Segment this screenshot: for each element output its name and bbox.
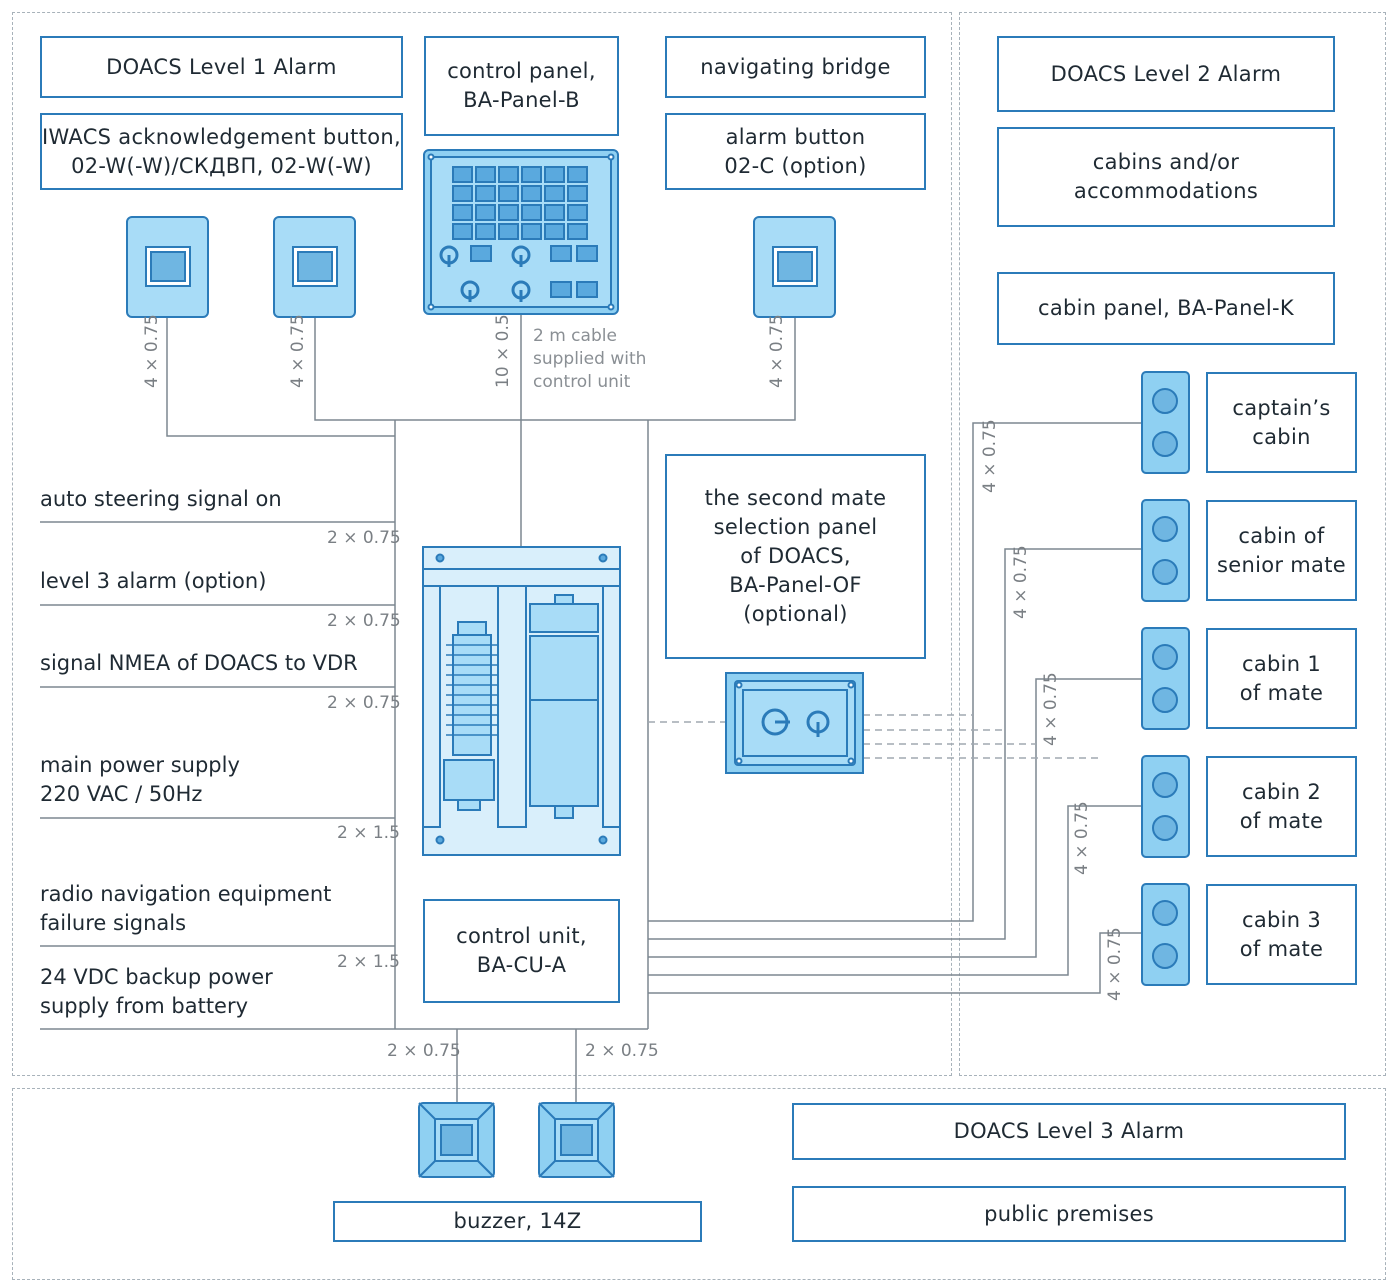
level1-zone xyxy=(12,12,952,1076)
panel-button xyxy=(470,245,492,262)
panel-button xyxy=(576,281,598,298)
cable-spec: 4 × 0.75 xyxy=(767,314,787,388)
cabin-panel-label: cabin panel, BA-Panel-K xyxy=(997,272,1335,345)
room-cabin-3: cabin 3 of mate xyxy=(1206,884,1357,985)
cabin-panel-button xyxy=(1152,431,1178,457)
level2-title: DOACS Level 2 Alarm xyxy=(997,36,1335,112)
keypad-key xyxy=(567,204,588,221)
alarm-button xyxy=(753,216,836,318)
cabin-panel-button xyxy=(1152,388,1178,414)
cabin-panel-button xyxy=(1152,559,1178,585)
cabin-panel-device xyxy=(1141,499,1190,602)
mate-selection-panel-label: the second mate selection panel of DOACS… xyxy=(665,454,926,659)
signal-backup-power: 24 VDC backup power supply from battery xyxy=(40,965,273,1018)
cable-spec: 2 × 0.75 xyxy=(585,1041,659,1061)
cable-spec: 2 × 1.5 xyxy=(337,952,400,972)
cable-note: 2 m cable supplied with control unit xyxy=(533,326,647,392)
iwacs-button-2 xyxy=(273,216,356,318)
cable-spec: 2 × 0.75 xyxy=(327,693,401,713)
iwacs-button-1 xyxy=(126,216,209,318)
cable-spec: 4 × 0.75 xyxy=(1072,801,1092,875)
keypad-key xyxy=(452,223,473,240)
keypad-key xyxy=(452,204,473,221)
public-premises-label: public premises xyxy=(792,1186,1346,1242)
alarm-button-label: alarm button 02-C (option) xyxy=(665,113,926,190)
cable-spec: 2 × 0.75 xyxy=(387,1041,461,1061)
signal-auto-steering: auto steering signal on xyxy=(40,487,282,511)
signal-nmea-vdr: signal NMEA of DOACS to VDR xyxy=(40,651,358,675)
navigating-bridge-label: navigating bridge xyxy=(665,36,926,98)
cable-spec: 4 × 0.75 xyxy=(1105,927,1125,1001)
keypad-key xyxy=(498,185,519,202)
keypad-key xyxy=(544,166,565,183)
keypad-key xyxy=(498,223,519,240)
cabin-panel-button xyxy=(1152,815,1178,841)
panel-button xyxy=(550,281,572,298)
level3-title: DOACS Level 3 Alarm xyxy=(792,1103,1346,1160)
cable-spec: 4 × 0.75 xyxy=(1011,545,1031,619)
cable-spec: 2 × 0.75 xyxy=(327,528,401,548)
cable-spec: 4 × 0.75 xyxy=(1041,672,1061,746)
keypad-key xyxy=(544,223,565,240)
cabin-panel-device xyxy=(1141,883,1190,986)
buzzer-1 xyxy=(418,1102,495,1178)
room-cabin-1: cabin 1 of mate xyxy=(1206,628,1357,729)
optional-wires xyxy=(648,714,1100,759)
cabin-panel-device xyxy=(1141,371,1190,474)
buzzer-2 xyxy=(538,1102,615,1178)
cabin-panel-button xyxy=(1152,900,1178,926)
keypad-key xyxy=(567,185,588,202)
keypad-key xyxy=(498,166,519,183)
keypad-key xyxy=(498,204,519,221)
keypad-key xyxy=(521,185,542,202)
keypad-key xyxy=(452,166,473,183)
control-panel-label: control panel, BA-Panel-B xyxy=(424,36,619,136)
buzzer-label: buzzer, 14Z xyxy=(333,1201,702,1242)
control-panel-device xyxy=(423,149,619,315)
cabin-panel-devices xyxy=(1141,371,1190,986)
cabin-panel-device xyxy=(1141,627,1190,730)
cable-spec: 2 × 0.75 xyxy=(327,611,401,631)
cable-spec: 4 × 0.75 xyxy=(288,314,308,388)
cabin-panel-device xyxy=(1141,755,1190,858)
signal-main-power: main power supply 220 VAC / 50Hz xyxy=(40,753,240,806)
level2-zone xyxy=(959,12,1386,1076)
keypad-key xyxy=(544,204,565,221)
cabin-panel-button xyxy=(1152,687,1178,713)
control-unit-label: control unit, BA-CU-A xyxy=(423,899,620,1003)
control-unit-device xyxy=(422,546,621,856)
keypad-key xyxy=(521,204,542,221)
panel-button xyxy=(550,245,572,262)
keypad-key xyxy=(544,185,565,202)
iwacs-button-label: IWACS acknowledgement button, 02-W(-W)/С… xyxy=(40,113,403,190)
cable-spec: 2 × 1.5 xyxy=(337,823,400,843)
cable-spec: 4 × 0.75 xyxy=(142,314,162,388)
cabin-panel-button xyxy=(1152,772,1178,798)
keypad-key xyxy=(475,223,496,240)
level1-title: DOACS Level 1 Alarm xyxy=(40,36,403,98)
cabin-panel-button xyxy=(1152,516,1178,542)
keypad-key xyxy=(521,223,542,240)
cabin-panel-button xyxy=(1152,943,1178,969)
keypad-key xyxy=(475,185,496,202)
room-captain: captain’s cabin xyxy=(1206,372,1357,473)
mate-selection-device xyxy=(725,672,864,774)
signal-level3-alarm: level 3 alarm (option) xyxy=(40,569,267,593)
keypad-key xyxy=(567,166,588,183)
keypad-key xyxy=(475,204,496,221)
keypad-key xyxy=(452,185,473,202)
room-cabin-2: cabin 2 of mate xyxy=(1206,756,1357,857)
keypad-key xyxy=(567,223,588,240)
keypad-key xyxy=(475,166,496,183)
room-senior-mate: cabin of senior mate xyxy=(1206,500,1357,601)
cable-spec: 4 × 0.75 xyxy=(980,419,1000,493)
cabins-label: cabins and/or accommodations xyxy=(997,127,1335,227)
cabin-panel-button xyxy=(1152,644,1178,670)
panel-button xyxy=(576,245,598,262)
wires xyxy=(40,315,1142,1103)
cable-spec: 10 × 0.5 xyxy=(493,314,513,388)
signal-radio-nav: radio navigation equipment failure signa… xyxy=(40,882,332,935)
keypad-key xyxy=(521,166,542,183)
